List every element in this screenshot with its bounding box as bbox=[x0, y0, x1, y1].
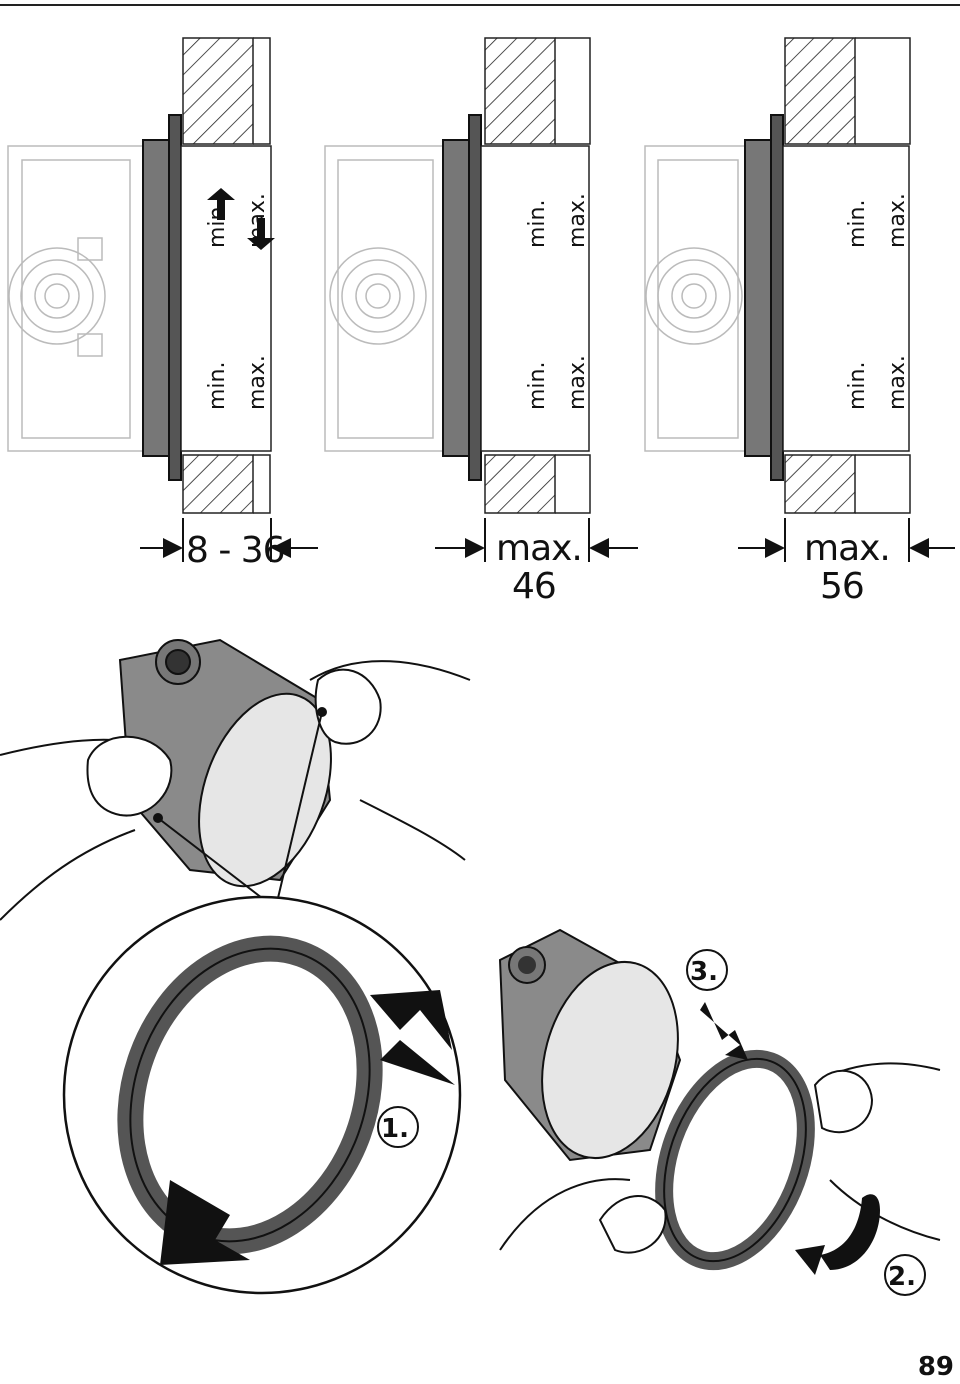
label-max-bottom: max. bbox=[565, 355, 590, 410]
step-1-badge bbox=[377, 1106, 419, 1148]
rotate-arrow bbox=[820, 1194, 880, 1270]
step-3-label: 3. bbox=[690, 957, 718, 987]
box-body bbox=[7, 145, 144, 452]
mounting-frame bbox=[142, 139, 170, 457]
label-min-top: min. bbox=[845, 200, 870, 248]
arrow-left-push bbox=[160, 1180, 250, 1265]
dimension-range: 8 - 36 bbox=[186, 530, 285, 571]
ring-rotation-illustration: 3. 2. bbox=[498, 928, 941, 1296]
dimension-label: max. bbox=[496, 528, 582, 569]
template-plate bbox=[180, 145, 272, 452]
step-3-badge bbox=[686, 949, 728, 991]
dimension-value: 56 bbox=[820, 566, 864, 607]
detail-magnifier: 1. bbox=[62, 895, 462, 1295]
wall-upper bbox=[182, 37, 254, 145]
arrow-right-push bbox=[370, 990, 452, 1050]
step-2-badge bbox=[884, 1254, 926, 1296]
top-rule bbox=[0, 4, 960, 6]
wall-lower bbox=[182, 454, 254, 514]
label-min-bottom: min. bbox=[525, 362, 550, 410]
box-with-ring-illustration bbox=[0, 638, 471, 921]
label-min-bottom: min. bbox=[205, 362, 230, 410]
dimension-label: max. bbox=[804, 528, 890, 569]
arrow-diagonal bbox=[700, 1002, 748, 1060]
label-max-bottom: max. bbox=[885, 355, 910, 410]
panel-2: min. max. min. max. max. 46 bbox=[324, 37, 638, 607]
label-max-top: max. bbox=[885, 193, 910, 248]
label-min-bottom: min. bbox=[845, 362, 870, 410]
label-max-bottom: max. bbox=[245, 355, 270, 410]
panel-3: min. max. min. max. max. 56 bbox=[644, 37, 955, 607]
label-max-top: max. bbox=[565, 193, 590, 248]
label-min-top: min. bbox=[525, 200, 550, 248]
panel-1: min. max. min. max. 8 - 36 bbox=[7, 37, 318, 571]
page-number: 89 bbox=[917, 1352, 954, 1382]
step-1-label: 1. bbox=[381, 1114, 409, 1144]
step-2-label: 2. bbox=[888, 1262, 916, 1292]
dimension-value: 46 bbox=[512, 566, 556, 607]
